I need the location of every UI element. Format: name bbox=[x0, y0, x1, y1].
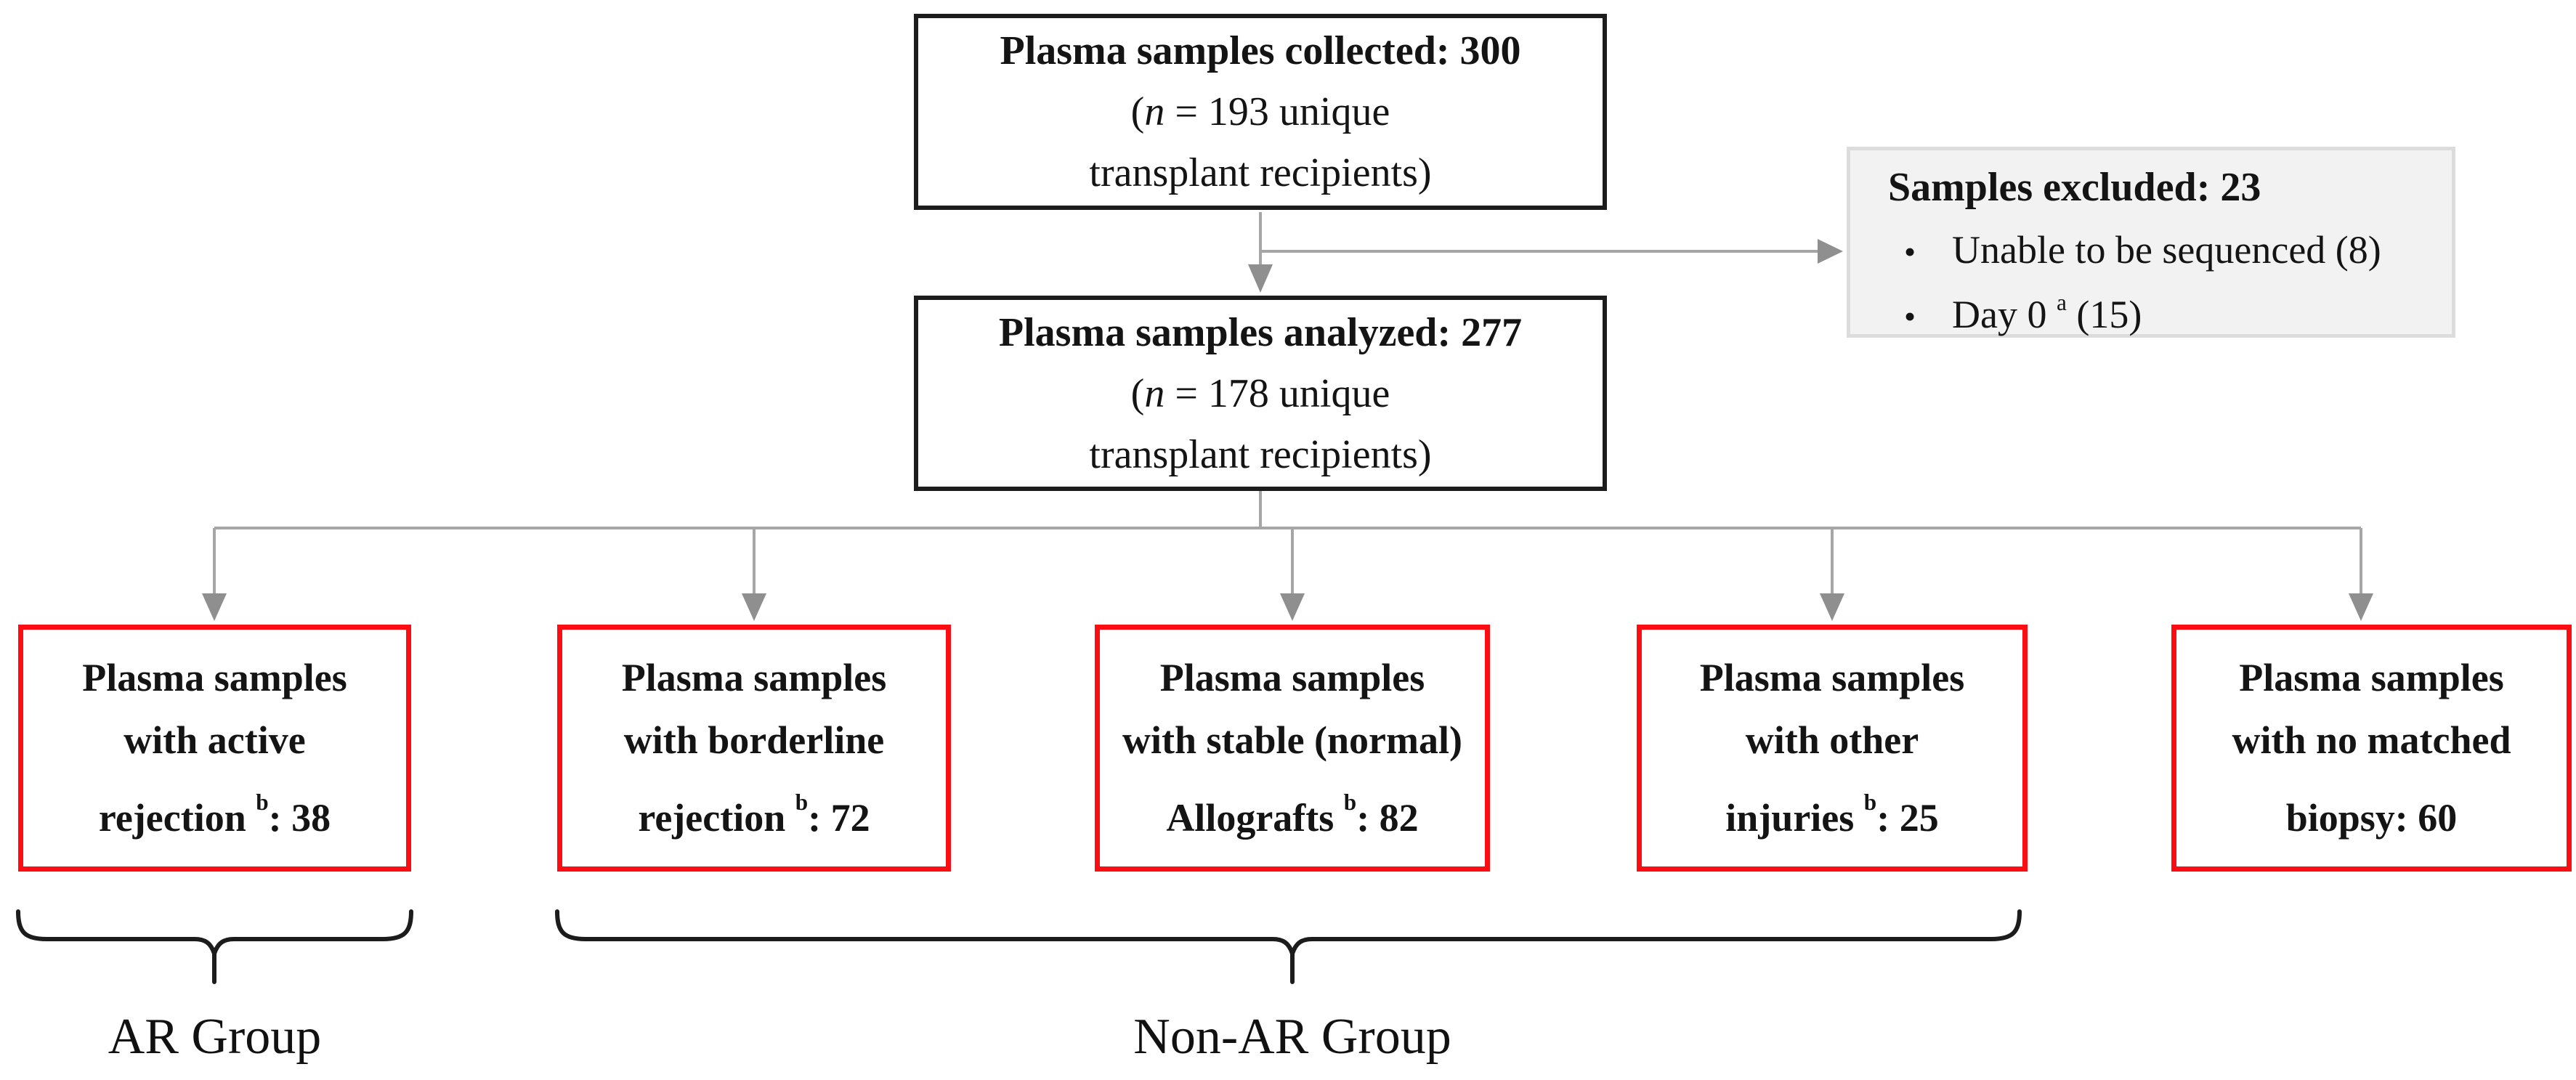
outcome-box-borderline-rejection: Plasma samples with borderline rejection… bbox=[557, 625, 951, 872]
collected-n-count: = 193 unique bbox=[1165, 89, 1390, 134]
outcome-line: Plasma samples bbox=[621, 656, 887, 700]
excluded-title: Samples excluded: 23 bbox=[1888, 165, 2261, 210]
paren-open: ( bbox=[1130, 370, 1145, 416]
outcome-line-post: : 72 bbox=[808, 796, 870, 840]
excluded-item: • Day 0 a (15) bbox=[1888, 277, 2437, 342]
outcome-line: Plasma samples bbox=[1159, 656, 1425, 700]
outcome-line-pre: rejection bbox=[638, 796, 795, 840]
excluded-box: Samples excluded: 23 • Unable to be sequ… bbox=[1847, 147, 2455, 338]
collected-title: Plasma samples collected: 300 bbox=[1000, 28, 1521, 73]
outcome-line: with stable (normal) bbox=[1122, 718, 1462, 763]
excluded-item-sup: a bbox=[2056, 289, 2067, 315]
outcome-line-pre: injuries bbox=[1725, 796, 1864, 840]
outcome-line-post: : 25 bbox=[1876, 796, 1939, 840]
outcome-box-other-injuries: Plasma samples with other injuries b: 25 bbox=[1637, 625, 2028, 872]
arrowhead-borderline-rejection bbox=[742, 593, 766, 621]
bullet-icon: • bbox=[1904, 232, 1916, 270]
arrowhead-other-injuries bbox=[1820, 593, 1844, 621]
outcome-line-post: : 38 bbox=[268, 796, 331, 840]
arrowhead-stable-allografts bbox=[1280, 593, 1305, 621]
outcome-line: with borderline bbox=[623, 718, 885, 763]
outcome-line-pre: Allografts bbox=[1166, 796, 1344, 840]
paren-open: ( bbox=[1130, 89, 1145, 134]
analyzed-subline-2: transplant recipients) bbox=[1089, 431, 1432, 477]
analyzed-box: Plasma samples analyzed: 277 (n = 178 un… bbox=[914, 296, 1607, 491]
footnote-sup: b bbox=[795, 789, 809, 816]
excluded-item-text: Day 0 a (15) bbox=[1952, 277, 2142, 340]
analyzed-n-count: = 178 unique bbox=[1165, 370, 1390, 416]
outcome-line: biopsy: 60 bbox=[2286, 771, 2458, 849]
outcome-line: injuries b: 25 bbox=[1725, 771, 1938, 849]
arrowhead-into-excluded bbox=[1818, 239, 1843, 264]
arrowhead-active-rejection bbox=[202, 593, 227, 621]
outcome-line: Allografts b: 82 bbox=[1166, 771, 1418, 849]
outcome-box-no-matched-biopsy: Plasma samples with no matched biopsy: 6… bbox=[2171, 625, 2572, 872]
collected-subline-1: (n = 193 unique bbox=[1131, 81, 1390, 142]
outcome-line: Plasma samples bbox=[1699, 656, 1965, 700]
analyzed-title: Plasma samples analyzed: 277 bbox=[998, 309, 1523, 355]
ar-group-label: AR Group bbox=[108, 1009, 322, 1065]
excluded-item-text: Unable to be sequenced (8) bbox=[1952, 213, 2381, 275]
footnote-sup: b bbox=[1863, 789, 1877, 816]
analyzed-subline-1: (n = 178 unique bbox=[1131, 363, 1390, 424]
non-ar-group-brace bbox=[555, 909, 2022, 984]
footnote-sup: b bbox=[256, 789, 269, 816]
outcome-box-active-rejection: Plasma samples with active rejection b: … bbox=[18, 625, 411, 872]
outcome-line: with no matched bbox=[2232, 718, 2511, 763]
n-variable: n bbox=[1144, 370, 1165, 416]
excluded-item: • Unable to be sequenced (8) bbox=[1888, 213, 2437, 277]
outcome-line-post: : 82 bbox=[1356, 796, 1419, 840]
bullet-icon: • bbox=[1904, 297, 1916, 335]
collected-subline-2: transplant recipients) bbox=[1089, 150, 1432, 195]
collected-box: Plasma samples collected: 300 (n = 193 u… bbox=[914, 14, 1607, 210]
outcome-line: rejection b: 72 bbox=[638, 771, 870, 849]
footnote-sup: b bbox=[1343, 789, 1357, 816]
arrowhead-no-matched-biopsy bbox=[2349, 593, 2373, 621]
excluded-item-post: (15) bbox=[2066, 292, 2142, 336]
arrowhead-into-analyzed bbox=[1248, 264, 1273, 293]
excluded-item-pre: Unable to be sequenced (8) bbox=[1952, 227, 2381, 272]
outcome-line: Plasma samples bbox=[82, 656, 347, 700]
outcome-line: rejection b: 38 bbox=[99, 771, 331, 849]
n-variable: n bbox=[1144, 89, 1165, 134]
outcome-line-pre: biopsy: 60 bbox=[2285, 796, 2458, 840]
outcome-line: with other bbox=[1745, 718, 1919, 763]
excluded-item-pre: Day 0 bbox=[1952, 292, 2057, 336]
outcome-line-pre: rejection bbox=[98, 796, 256, 840]
outcome-line: with active bbox=[123, 718, 306, 763]
non-ar-group-label: Non-AR Group bbox=[1133, 1009, 1451, 1065]
outcome-line: Plasma samples bbox=[2239, 656, 2504, 700]
outcome-box-stable-allografts: Plasma samples with stable (normal) Allo… bbox=[1095, 625, 1490, 872]
ar-group-brace bbox=[16, 909, 413, 984]
